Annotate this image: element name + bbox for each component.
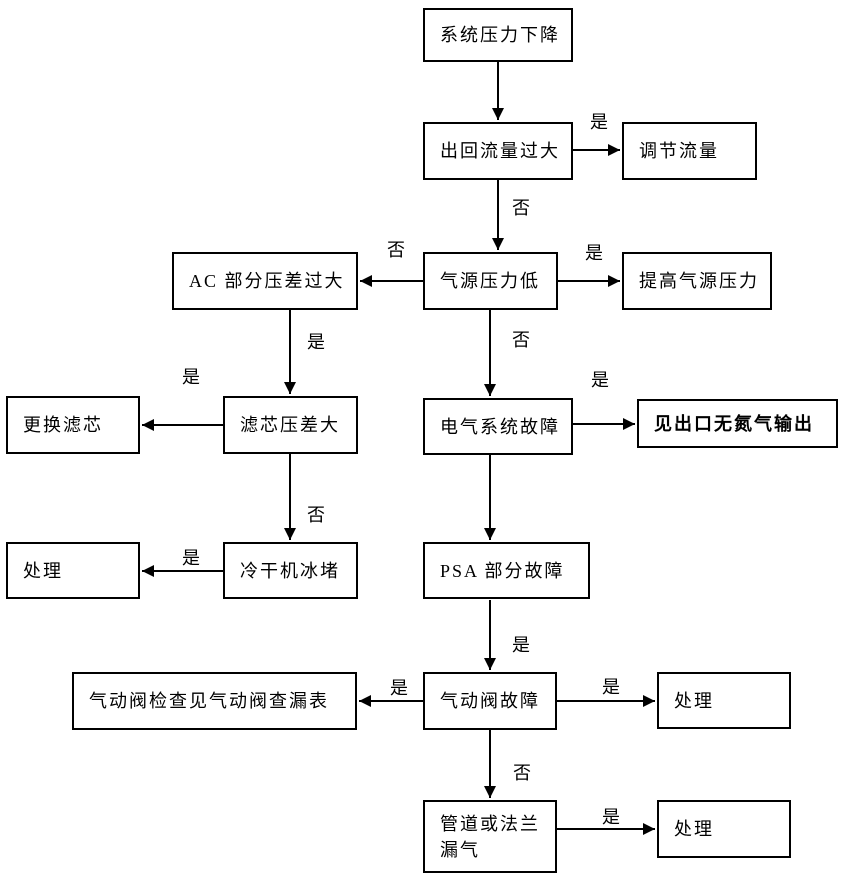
node-gas-source-pressure-low: 气源压力低 — [423, 252, 558, 310]
edge-label-yes-outflow-adjust: 是 — [590, 112, 608, 132]
edge-label-yes-pipeleak-handlebottom: 是 — [602, 807, 620, 827]
edge-label-yes-dryerice-handle: 是 — [182, 548, 200, 568]
node-raise-gas-source-pressure: 提高气源压力 — [622, 252, 772, 310]
node-handle-mid: 处理 — [657, 672, 791, 729]
node-dryer-ice-blockage: 冷干机冰堵 — [223, 542, 358, 599]
node-pneumatic-valve-fault: 气动阀故障 — [423, 672, 557, 730]
node-handle-bottom: 处理 — [657, 800, 791, 858]
edge-label-no-outflow-gaslow: 否 — [512, 198, 530, 218]
node-system-pressure-drop: 系统压力下降 — [423, 8, 573, 62]
node-see-no-nitrogen-output: 见出口无氮气输出 — [637, 399, 838, 448]
edge-label-no-filterdiff-dryerice: 否 — [307, 505, 325, 525]
node-handle-left: 处理 — [6, 542, 140, 599]
edge-label-yes-psa-valvefault: 是 — [512, 635, 530, 655]
node-adjust-flow: 调节流量 — [622, 122, 757, 180]
node-outflow-too-large: 出回流量过大 — [423, 122, 573, 180]
edge-label-yes-electric-non2: 是 — [591, 370, 609, 390]
edge-label-yes-valvefault-valvecheck: 是 — [390, 678, 408, 698]
edge-label-yes-valvefault-handlemid: 是 — [602, 677, 620, 697]
node-electrical-system-fault: 电气系统故障 — [423, 398, 573, 455]
edge-label-no-gaslow-acdiff: 否 — [387, 240, 405, 260]
node-pipe-flange-leak: 管道或法兰 漏气 — [423, 800, 557, 873]
node-psa-section-fault: PSA 部分故障 — [423, 542, 590, 599]
node-valve-check-table: 气动阀检查见气动阀查漏表 — [72, 672, 357, 730]
edge-label-yes-gaslow-raise: 是 — [585, 243, 603, 263]
edge-label-no-gaslow-electric: 否 — [512, 330, 530, 350]
node-filter-pressure-diff: 滤芯压差大 — [223, 396, 358, 454]
edge-label-yes-acdiff-filterdiff: 是 — [307, 332, 325, 352]
node-ac-section-pressure-diff: AC 部分压差过大 — [172, 252, 358, 310]
edge-label-no-valvefault-pipeleak: 否 — [513, 763, 531, 783]
edge-label-yes-filterdiff-replace: 是 — [182, 367, 200, 387]
node-replace-filter: 更换滤芯 — [6, 396, 140, 454]
